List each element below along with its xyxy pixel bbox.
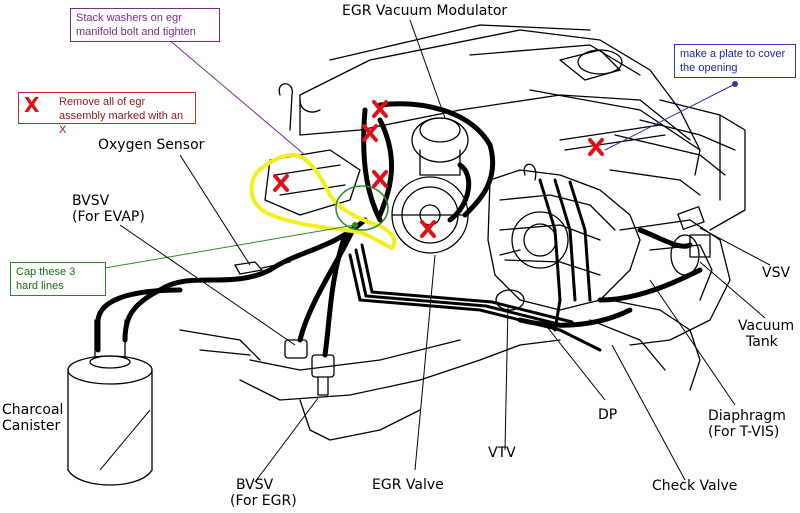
label-bvsv-egr: BVSV (For EGR): [230, 477, 297, 509]
label-check-valve: Check Valve: [652, 478, 738, 494]
label-vtv: VTV: [488, 445, 516, 461]
label-egr-valve: EGR Valve: [372, 477, 444, 493]
label-charcoal-line1: Charcoal: [2, 402, 64, 418]
label-bvsv-evap-line1: BVSV: [72, 193, 110, 209]
label-oxygen-sensor: Oxygen Sensor: [98, 137, 205, 153]
label-charcoal-line2: Canister: [2, 418, 61, 434]
label-egr-vacuum-modulator: EGR Vacuum Modulator: [342, 3, 508, 19]
note-leaders: [104, 19, 738, 269]
highlight-green-circle: [335, 185, 389, 231]
red-x-icon: X: [24, 93, 40, 117]
label-diaphragm-line1: Diaphragm: [708, 408, 786, 424]
label-diaphragm: Diaphragm (For T-VIS): [708, 408, 786, 440]
hard-lines: [348, 178, 602, 352]
label-bvsv-evap: BVSV (For EVAP): [72, 193, 145, 225]
note-stack-washers-text: Stack washers on egr manifold bolt and t…: [76, 12, 196, 38]
label-bvsv-egr-line1: BVSV: [236, 477, 274, 493]
label-diaphragm-line2: (For T-VIS): [708, 424, 780, 440]
label-charcoal-canister: Charcoal Canister: [2, 402, 63, 434]
label-vacuum-tank-line1: Vacuum: [738, 318, 795, 334]
highlight-yellow: [249, 152, 397, 251]
label-vacuum-tank-line2: Tank: [746, 334, 778, 350]
label-vacuum-tank: Vacuum Tank: [738, 318, 794, 350]
note-stack-washers: Stack washers on egr manifold bolt and t…: [70, 8, 220, 42]
note-make-plate: make a plate to cover the opening: [674, 44, 796, 78]
label-bvsv-egr-line2: (For EGR): [230, 493, 297, 509]
note-remove-egr-text: Remove all of egr assembly marked with a…: [59, 96, 184, 136]
x-marks: [273, 100, 604, 238]
note-make-plate-text: make a plate to cover the opening: [680, 48, 786, 74]
label-leaders: [99, 19, 771, 483]
label-dp: DP: [598, 407, 618, 423]
note-cap-lines-text: Cap these 3 hard lines: [16, 266, 76, 292]
note-cap-lines: Cap these 3 hard lines: [10, 262, 106, 296]
note-remove-egr: X Remove all of egr assembly marked with …: [18, 92, 196, 136]
label-bvsv-evap-line2: (For EVAP): [72, 209, 145, 225]
label-vsv: VSV: [762, 265, 791, 281]
